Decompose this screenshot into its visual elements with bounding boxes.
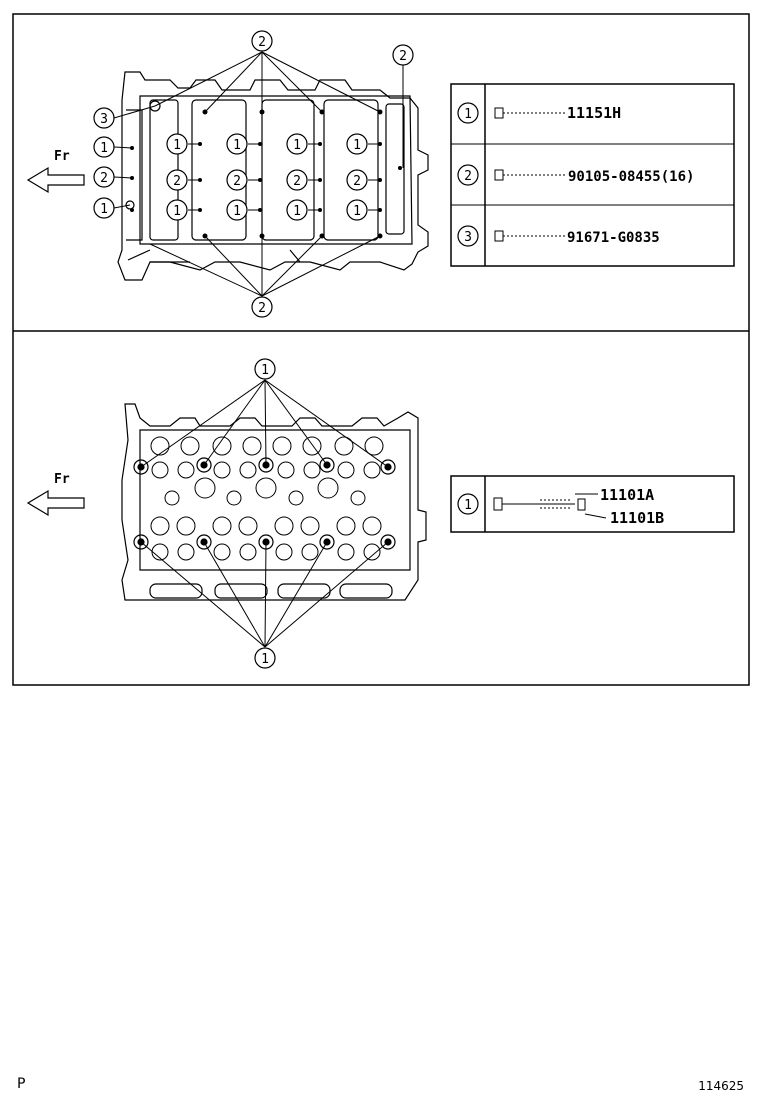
legend-part-b: 11101B [610, 509, 664, 527]
legend-num: 2 [464, 169, 472, 184]
callout-label: 1 [173, 204, 181, 219]
callout-1-top: 1 [254, 358, 276, 380]
callout-label: 1 [261, 363, 269, 378]
callout-1-grid: 1 [226, 199, 248, 221]
callout-label: 1 [353, 204, 361, 219]
top-panel [26, 51, 429, 297]
cylinder-head-bottom-view [121, 403, 427, 601]
callout-label: 1 [233, 204, 241, 219]
callout-label: 1 [173, 138, 181, 153]
diagram-frame [12, 13, 750, 686]
callout-label: 2 [399, 49, 407, 64]
legend-rows-top: 1 11151H 2 90105-08455(16) 3 91671-G0835 [457, 102, 694, 247]
callout-label: 1 [100, 141, 108, 156]
callout-2-grid: 2 [286, 169, 308, 191]
callouts-top: 2 2 2 3 1 2 1 1 1 1 1 2 2 2 2 1 1 1 1 [93, 30, 414, 318]
callout-label: 2 [233, 174, 241, 189]
callout-2-top: 2 [251, 30, 273, 52]
callout-2-grid: 2 [226, 169, 248, 191]
bottom-panel [26, 379, 427, 648]
legend-table-top [450, 83, 735, 267]
callout-label: 1 [261, 652, 269, 667]
callout-label: 2 [173, 174, 181, 189]
long-bolt-icon [493, 493, 607, 519]
callout-1-grid: 1 [346, 199, 368, 221]
front-arrow-bottom [26, 489, 85, 517]
front-arrow-top [26, 166, 85, 194]
head-bolt-holes [133, 457, 396, 550]
callout-1-grid: 1 [166, 133, 188, 155]
callout-label: 2 [100, 171, 108, 186]
callout-label: 1 [100, 202, 108, 217]
callout-1-grid: 1 [286, 133, 308, 155]
bolt-icon [494, 107, 566, 242]
callout-label: 1 [293, 204, 301, 219]
callout-2-grid: 2 [346, 169, 368, 191]
callout-1-grid: 1 [286, 199, 308, 221]
legend-part: 91671-G0835 [567, 230, 660, 246]
callout-label: 1 [233, 138, 241, 153]
legend-num: 1 [464, 107, 472, 122]
callout-2-right: 2 [392, 44, 414, 66]
callout-2-bottom: 2 [251, 296, 273, 318]
legend-table-bottom [450, 475, 735, 533]
leader-lines-top [113, 51, 404, 297]
leader-lines-bottom [140, 379, 389, 648]
callout-label: 2 [293, 174, 301, 189]
legend-part: 90105-08455(16) [568, 169, 694, 185]
footer-figure-number: 114625 [698, 1079, 744, 1093]
callout-label: 2 [258, 35, 266, 50]
callout-1-side: 1 [93, 197, 115, 219]
callout-1-grid: 1 [346, 133, 368, 155]
callout-3-side: 3 [93, 107, 115, 129]
legend-part: 11151H [567, 104, 621, 122]
fr-label-bottom: Fr [54, 472, 70, 487]
cylinder-head-top-view [117, 71, 429, 281]
callout-2-side: 2 [93, 166, 115, 188]
callout-1-bottom: 1 [254, 647, 276, 669]
callout-1-grid: 1 [226, 133, 248, 155]
legend-num: 3 [464, 230, 472, 245]
legend-rows-bottom: 1 11101A 11101B [457, 486, 664, 527]
callout-label: 1 [293, 138, 301, 153]
callout-label: 3 [100, 112, 108, 127]
legend-num: 1 [464, 498, 472, 513]
callout-1-side: 1 [93, 136, 115, 158]
legend-part-a: 11101A [600, 486, 654, 504]
callout-label: 2 [258, 301, 266, 316]
callout-label: 2 [353, 174, 361, 189]
callout-label: 1 [353, 138, 361, 153]
fr-label-top: Fr [54, 149, 70, 164]
callouts-bottom: 1 1 [254, 358, 276, 669]
footer-page-code: P [17, 1076, 26, 1092]
valve-ports [150, 436, 384, 561]
callout-1-grid: 1 [166, 199, 188, 221]
callout-2-grid: 2 [166, 169, 188, 191]
